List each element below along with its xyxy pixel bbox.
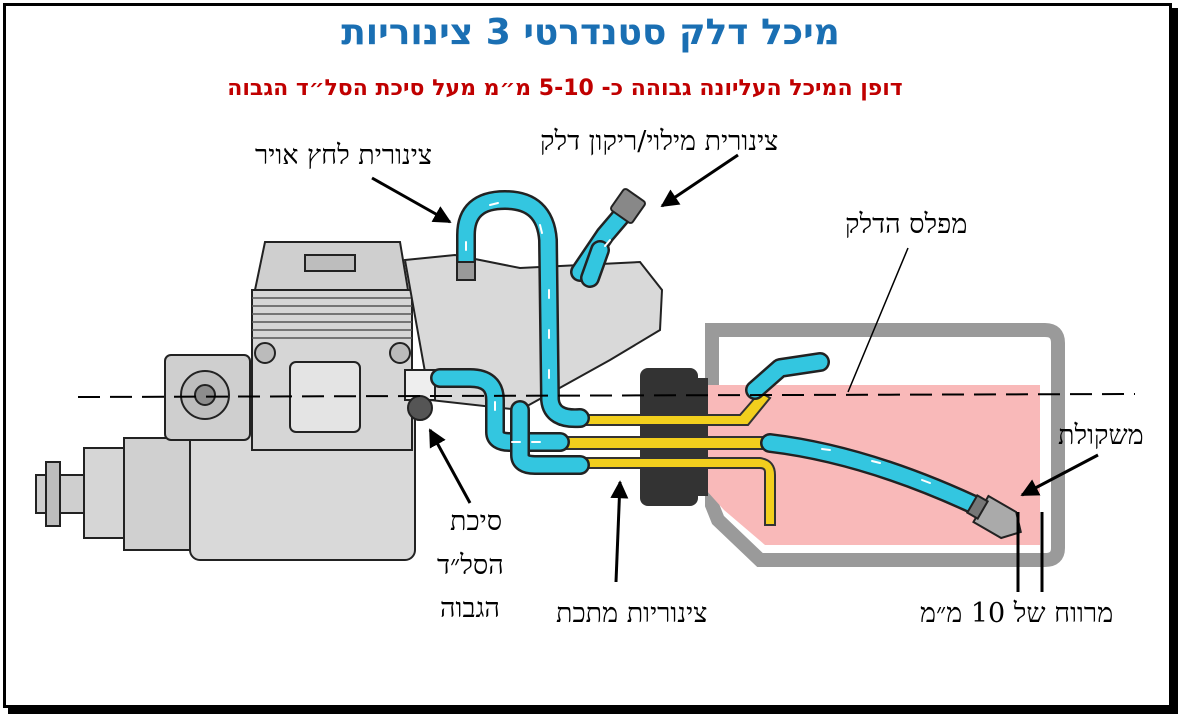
needle-level-line: [77, 393, 1136, 398]
gap-marker: [1016, 512, 1044, 592]
engine-crankcase-front: [83, 447, 125, 539]
diagram-subtitle: דופן המיכל העליונה גבוהה כ- 5-10 מ״מ מעל…: [227, 76, 903, 101]
frame-shadow-bottom: [8, 708, 1178, 714]
leader-fuel-level: [847, 247, 909, 393]
arrow-needle: [428, 428, 472, 504]
label-needle-line3: הגבוה: [440, 593, 500, 624]
label-gap: מרווח של 10 מ״מ: [920, 598, 1114, 629]
label-needle-line1: סיכת: [450, 506, 503, 537]
label-fuel-level: מפלס הדלק: [845, 209, 968, 240]
label-needle-line2: הסל״ד: [437, 550, 504, 581]
silicone-tubing: [430, 190, 995, 520]
arrow-clunk: [1020, 453, 1099, 497]
engine: [35, 241, 664, 561]
label-metal-tubes: צינוריות מתכת: [556, 598, 708, 629]
arrow-pressure-tube: [371, 176, 452, 224]
engine-cooling-fins: [252, 297, 412, 339]
arrow-fill-tube: [660, 153, 739, 208]
diagram-title: מיכל דלק סטנדרטי 3 צינוריות: [341, 12, 840, 53]
metal-tubes: [554, 390, 776, 526]
label-pressure-tube: צינורית לחץ אויר: [255, 140, 433, 171]
clunk-weight: [965, 493, 1022, 540]
needle-valve: [407, 395, 433, 421]
leader-lines: [371, 153, 1099, 583]
label-fill-tube: צינורית מילוי/ריקון דלק: [540, 126, 779, 157]
frame-shadow-right: [1172, 8, 1178, 712]
arrow-metal-tubes: [610, 480, 629, 583]
fill-cap: [610, 188, 646, 224]
label-clunk: משקולת: [1058, 420, 1144, 451]
pressure-fitting: [456, 261, 476, 281]
